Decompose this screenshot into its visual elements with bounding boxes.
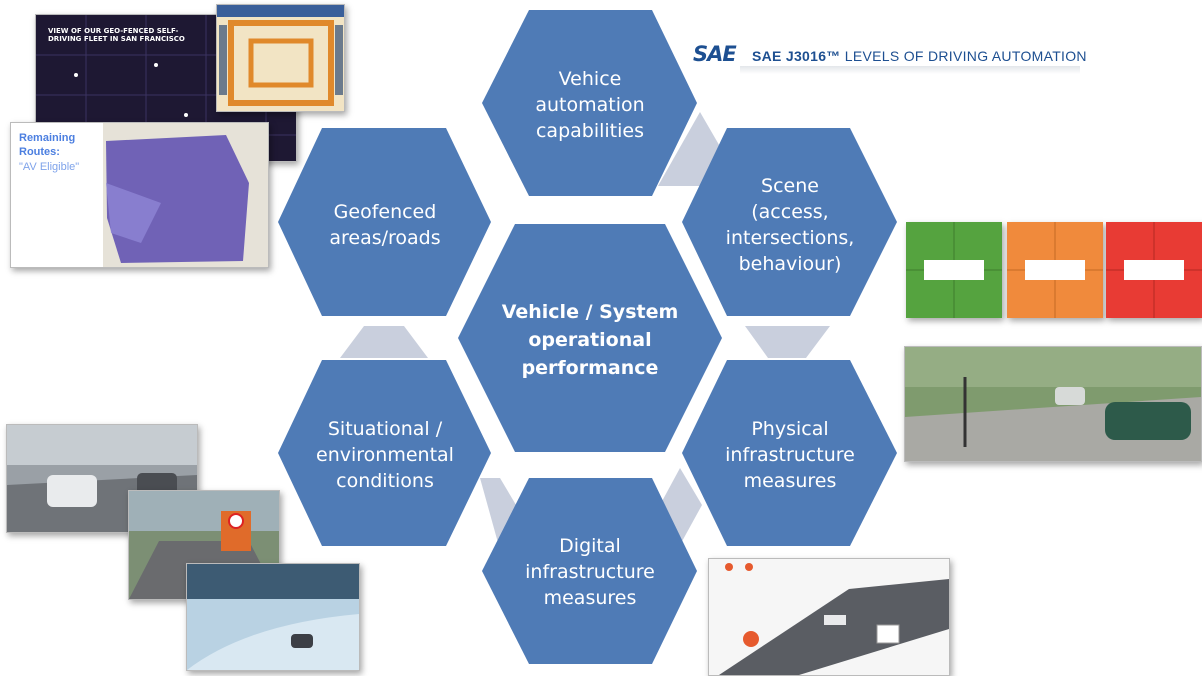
connector-left (340, 326, 428, 358)
sae-logo: SAE (693, 42, 737, 66)
sae-title: SAE J3016™ LEVELS OF DRIVING AUTOMATION (752, 48, 1087, 64)
hex-label-vehicle-automation: Vehice automation capabilities (535, 68, 645, 142)
hexagon-top-left (278, 128, 491, 316)
hex-label-digital-infrastructure: Digital infrastructure measures (525, 535, 655, 609)
digital-infrastructure-diagram (708, 558, 950, 676)
hex-label-scene: Scene (access, intersections, behaviour) (725, 175, 855, 275)
hex-label-situational-conditions: Situational / environmental conditions (316, 418, 454, 492)
hexagon-bottom (482, 478, 697, 664)
fleet-caption: VIEW OF OUR GEO-FENCED SELF-DRIVING FLEE… (48, 27, 185, 43)
routes-value: "AV Eligible" (19, 161, 80, 173)
digital-infrastructure-graphic (719, 563, 949, 675)
sae-title-shadow (740, 66, 1080, 74)
snowy-road-graphic (187, 564, 359, 670)
routes-label: Remaining Routes: (19, 132, 76, 158)
scene-card-red (1106, 222, 1202, 318)
scene-card-orange (1007, 222, 1103, 318)
hex-connectors (340, 112, 830, 550)
hexagon-bottom-left (278, 360, 491, 546)
sae-title-rest: LEVELS OF DRIVING AUTOMATION (840, 48, 1087, 64)
av-eligible-routes-image: Remaining Routes: "AV Eligible" (10, 122, 269, 268)
sae-title-bold: SAE J3016™ (752, 48, 841, 64)
shuttle-intersection-photo (904, 346, 1202, 462)
hexagon-top (482, 10, 697, 196)
shuttle-intersection-graphic (905, 347, 1201, 461)
hexagon-bottom-right (682, 360, 897, 546)
scene-card-green-graphic (906, 222, 1002, 318)
routes-map-graphic (11, 123, 268, 267)
snowy-road-photo (186, 563, 360, 671)
hex-label-physical-infrastructure: Physical infrastructure measures (725, 418, 855, 492)
connector-bottom-left (480, 478, 522, 550)
city-block-graphic (217, 5, 344, 106)
hex-label-geofenced-areas: Geofenced areas/roads (329, 201, 441, 249)
scene-card-red-graphic (1106, 222, 1202, 318)
city-block-map-image (216, 4, 345, 112)
hexagon-top-right (682, 128, 897, 316)
connector-right (745, 326, 830, 358)
hexagons (278, 10, 897, 664)
scene-card-orange-graphic (1007, 222, 1103, 318)
connector-top-right (658, 112, 722, 186)
scene-card-green (906, 222, 1002, 318)
hex-label-vehicle-system-performance: Vehicle / System operational performance (501, 301, 679, 379)
hexagon-center (458, 224, 722, 452)
